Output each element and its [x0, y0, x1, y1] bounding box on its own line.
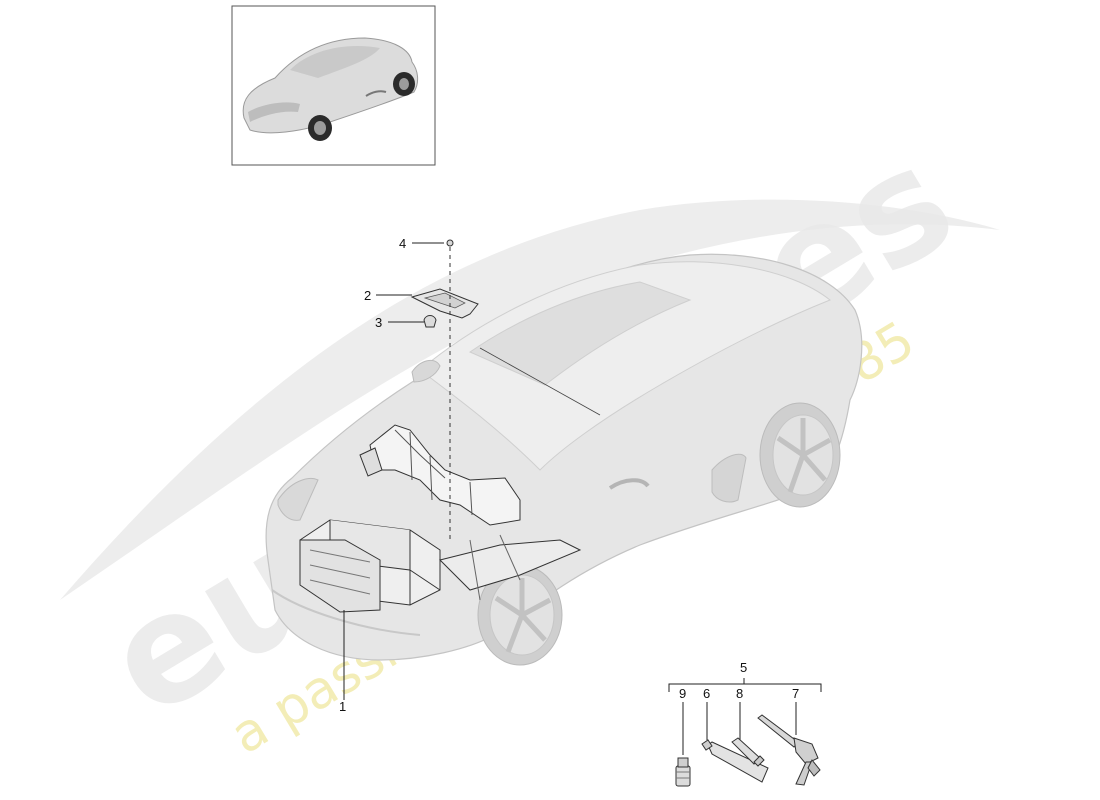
callout-6: 6	[703, 686, 710, 701]
car-windshield	[468, 281, 692, 386]
clip-part	[423, 315, 437, 328]
roof-pointer-line	[479, 347, 601, 416]
car-rear-wheel	[759, 402, 841, 508]
car-door-handle	[608, 478, 650, 490]
sealant-cap	[675, 757, 691, 787]
screw-part	[446, 239, 454, 247]
repair-kit-group: 5 9 6 8 7	[668, 660, 822, 787]
callout-1: 1	[339, 699, 346, 714]
applicator-gun	[757, 714, 821, 786]
car-roof	[419, 261, 831, 471]
car-side-intake	[711, 453, 747, 503]
car-headlight	[277, 477, 319, 521]
car-front-wheel	[477, 564, 563, 666]
cover-plate	[410, 288, 479, 319]
callout-9: 9	[679, 686, 686, 701]
callout-7: 7	[792, 686, 799, 701]
kit-bracket	[668, 678, 822, 692]
sealant-tube	[701, 739, 769, 783]
callout-5: 5	[740, 660, 747, 675]
watermark-swoosh	[60, 199, 1000, 600]
callout-8: 8	[736, 686, 743, 701]
thumbnail-car	[242, 37, 419, 141]
nozzle	[731, 737, 765, 767]
thumbnail-inset	[231, 5, 436, 166]
car-front-bumper	[271, 589, 421, 636]
leader-lines	[343, 242, 444, 700]
callout-2: 2	[364, 288, 371, 303]
callout-3: 3	[375, 315, 382, 330]
car-mirror	[411, 359, 441, 383]
callout-4: 4	[399, 236, 406, 251]
front-body-structure	[299, 424, 582, 613]
